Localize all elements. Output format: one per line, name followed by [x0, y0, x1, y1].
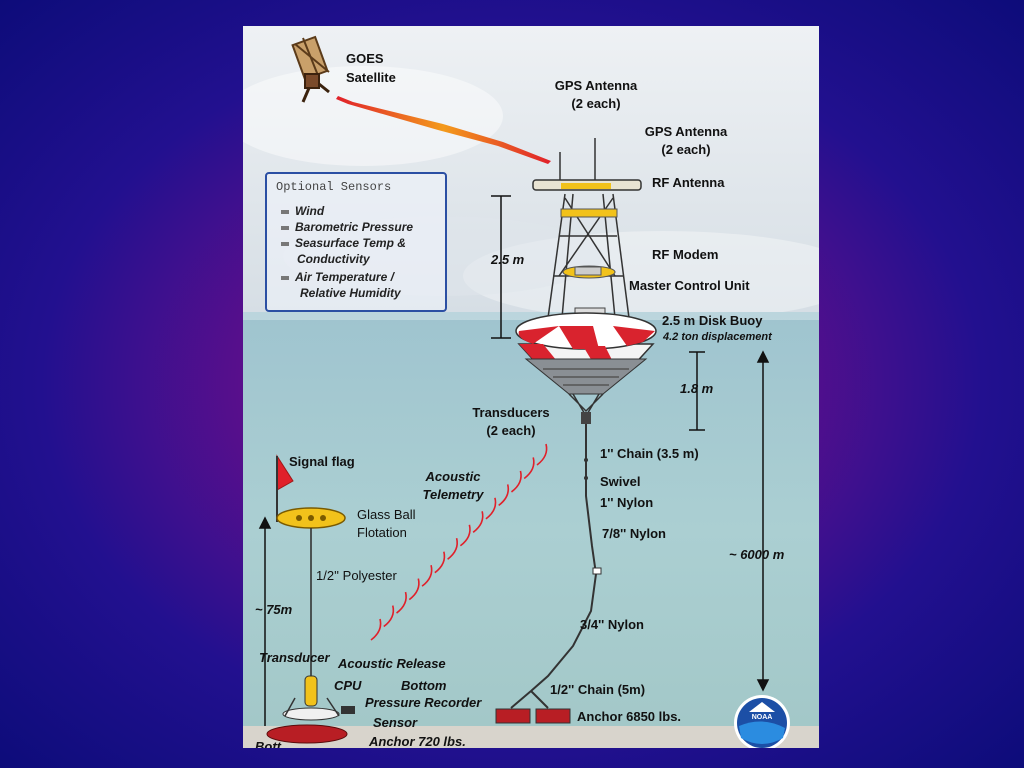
- transducers-label: Transducers: [472, 405, 550, 420]
- telemetry-arc: [472, 511, 484, 533]
- nylon-78-label: 7/8'' Nylon: [602, 526, 666, 541]
- mooring-line: [530, 424, 598, 692]
- legend-item: Barometric Pressure: [281, 220, 413, 235]
- rf-modem-label: RF Modem: [652, 247, 719, 262]
- disk-buoy: [515, 312, 657, 367]
- pressure-sensor: [341, 706, 355, 714]
- hull-depth-label: 1.8 m: [680, 381, 714, 396]
- legend-item: Wind: [281, 204, 324, 219]
- telemetry-arc: [447, 538, 458, 560]
- flotation-label: Flotation: [357, 525, 407, 540]
- line-connector: [592, 567, 602, 575]
- telemetry-arc: [396, 591, 407, 614]
- acoustic-telemetry-waves: [370, 443, 548, 641]
- polyester-label: 1/2'' Polyester: [316, 568, 397, 583]
- acoustic-release-label: Acoustic Release: [338, 656, 446, 671]
- horizon: [243, 312, 819, 320]
- rf-modem: [574, 266, 602, 276]
- legend-item: Conductivity: [297, 252, 370, 266]
- transducer-label: Transducer: [259, 650, 330, 665]
- disk-buoy-label: 2.5 m Disk Buoy: [662, 313, 763, 328]
- telemetry-arc: [370, 618, 382, 641]
- sea-background: [243, 312, 819, 748]
- bottom-cut-label: Bott: [255, 739, 281, 748]
- gps-antenna-count-1: (2 each): [571, 96, 621, 111]
- sensor-label: Sensor: [373, 715, 418, 730]
- transducers-count: (2 each): [486, 423, 536, 438]
- satellite-beam: [336, 96, 551, 164]
- swivel-label: Swivel: [600, 474, 641, 489]
- telemetry-arc: [510, 470, 522, 493]
- ocean-depth-label: ~ 6000 m: [729, 547, 785, 562]
- acoustic-release: [304, 675, 318, 707]
- telemetry-arc: [523, 457, 535, 480]
- noaa-logo-icon: [734, 695, 790, 748]
- seafloor: [243, 726, 819, 748]
- legend-item: Air Temperature /: [281, 270, 394, 285]
- rf-antenna-label: RF Antenna: [652, 175, 725, 190]
- telemetry-arc: [485, 497, 497, 520]
- pressure-recorder-label: Pressure Recorder: [365, 695, 482, 710]
- half-chain: [530, 690, 549, 709]
- telemetry-arc: [383, 605, 395, 628]
- master-control-unit-label: Master Control Unit: [629, 278, 750, 293]
- chain-link: [584, 458, 588, 462]
- goes-satellite-icon: [291, 35, 330, 103]
- anchor-label: Anchor 6850 lbs.: [577, 709, 682, 724]
- gps-antenna-label-2: GPS Antenna: [644, 124, 728, 139]
- tower-height-label: 2.5 m: [491, 252, 525, 267]
- pressure-recorder-housing: [282, 707, 340, 721]
- signal-flag-label: Signal flag: [289, 454, 355, 469]
- swivel-marker: [584, 476, 588, 480]
- optional-sensors-legend: Optional Sensors Wind Barometric Pressur…: [265, 172, 447, 312]
- legend-title: Optional Sensors: [276, 180, 392, 194]
- buoy-anchor: [495, 708, 571, 724]
- nylon-34-label: 3/4'' Nylon: [580, 617, 644, 632]
- telemetry-label: Telemetry: [422, 487, 484, 502]
- displacement-label: 4.2 ton displacement: [663, 331, 772, 343]
- cpu-label: CPU: [334, 678, 362, 693]
- recorder-depth-label: ~ 75m: [255, 602, 293, 617]
- recorder-anchor: [266, 724, 348, 744]
- tower-rail: [560, 208, 618, 218]
- goes-label: GOES: [346, 51, 384, 66]
- legend-item: Seasurface Temp &: [281, 236, 406, 251]
- legend-item: Relative Humidity: [300, 286, 401, 300]
- satellite-label: Satellite: [346, 70, 396, 85]
- half-chain: [510, 690, 532, 709]
- mooring-diagram: NOAA: [243, 26, 819, 748]
- diagram-panel: NOAA Optional Sensors Wind Barometric Pr…: [243, 26, 819, 748]
- glass-ball-label: Glass Ball: [357, 507, 416, 522]
- telemetry-arc: [408, 578, 420, 601]
- telemetry-arc: [498, 484, 510, 507]
- dimension-lines: [258, 195, 770, 726]
- acoustic-label: Acoustic: [425, 469, 481, 484]
- telemetry-arc: [421, 564, 433, 587]
- gps-antenna-label-1: GPS Antenna: [554, 78, 638, 93]
- gps-antenna-count-2: (2 each): [661, 142, 711, 157]
- nylon-1-label: 1'' Nylon: [600, 495, 654, 510]
- telemetry-arc: [459, 524, 471, 547]
- telemetry-arc: [536, 443, 548, 466]
- telemetry-arc: [434, 551, 446, 574]
- antenna-platform-stripe: [561, 183, 611, 189]
- buoy-hull: [524, 358, 648, 424]
- chain-label: 1'' Chain (3.5 m): [600, 446, 699, 461]
- half-chain-label: 1/2'' Chain (5m): [550, 682, 646, 697]
- bottom-label: Bottom: [401, 678, 447, 693]
- recorder-anchor-label: Anchor 720 lbs.: [369, 734, 466, 748]
- noaa-logo-text: NOAA: [752, 714, 773, 721]
